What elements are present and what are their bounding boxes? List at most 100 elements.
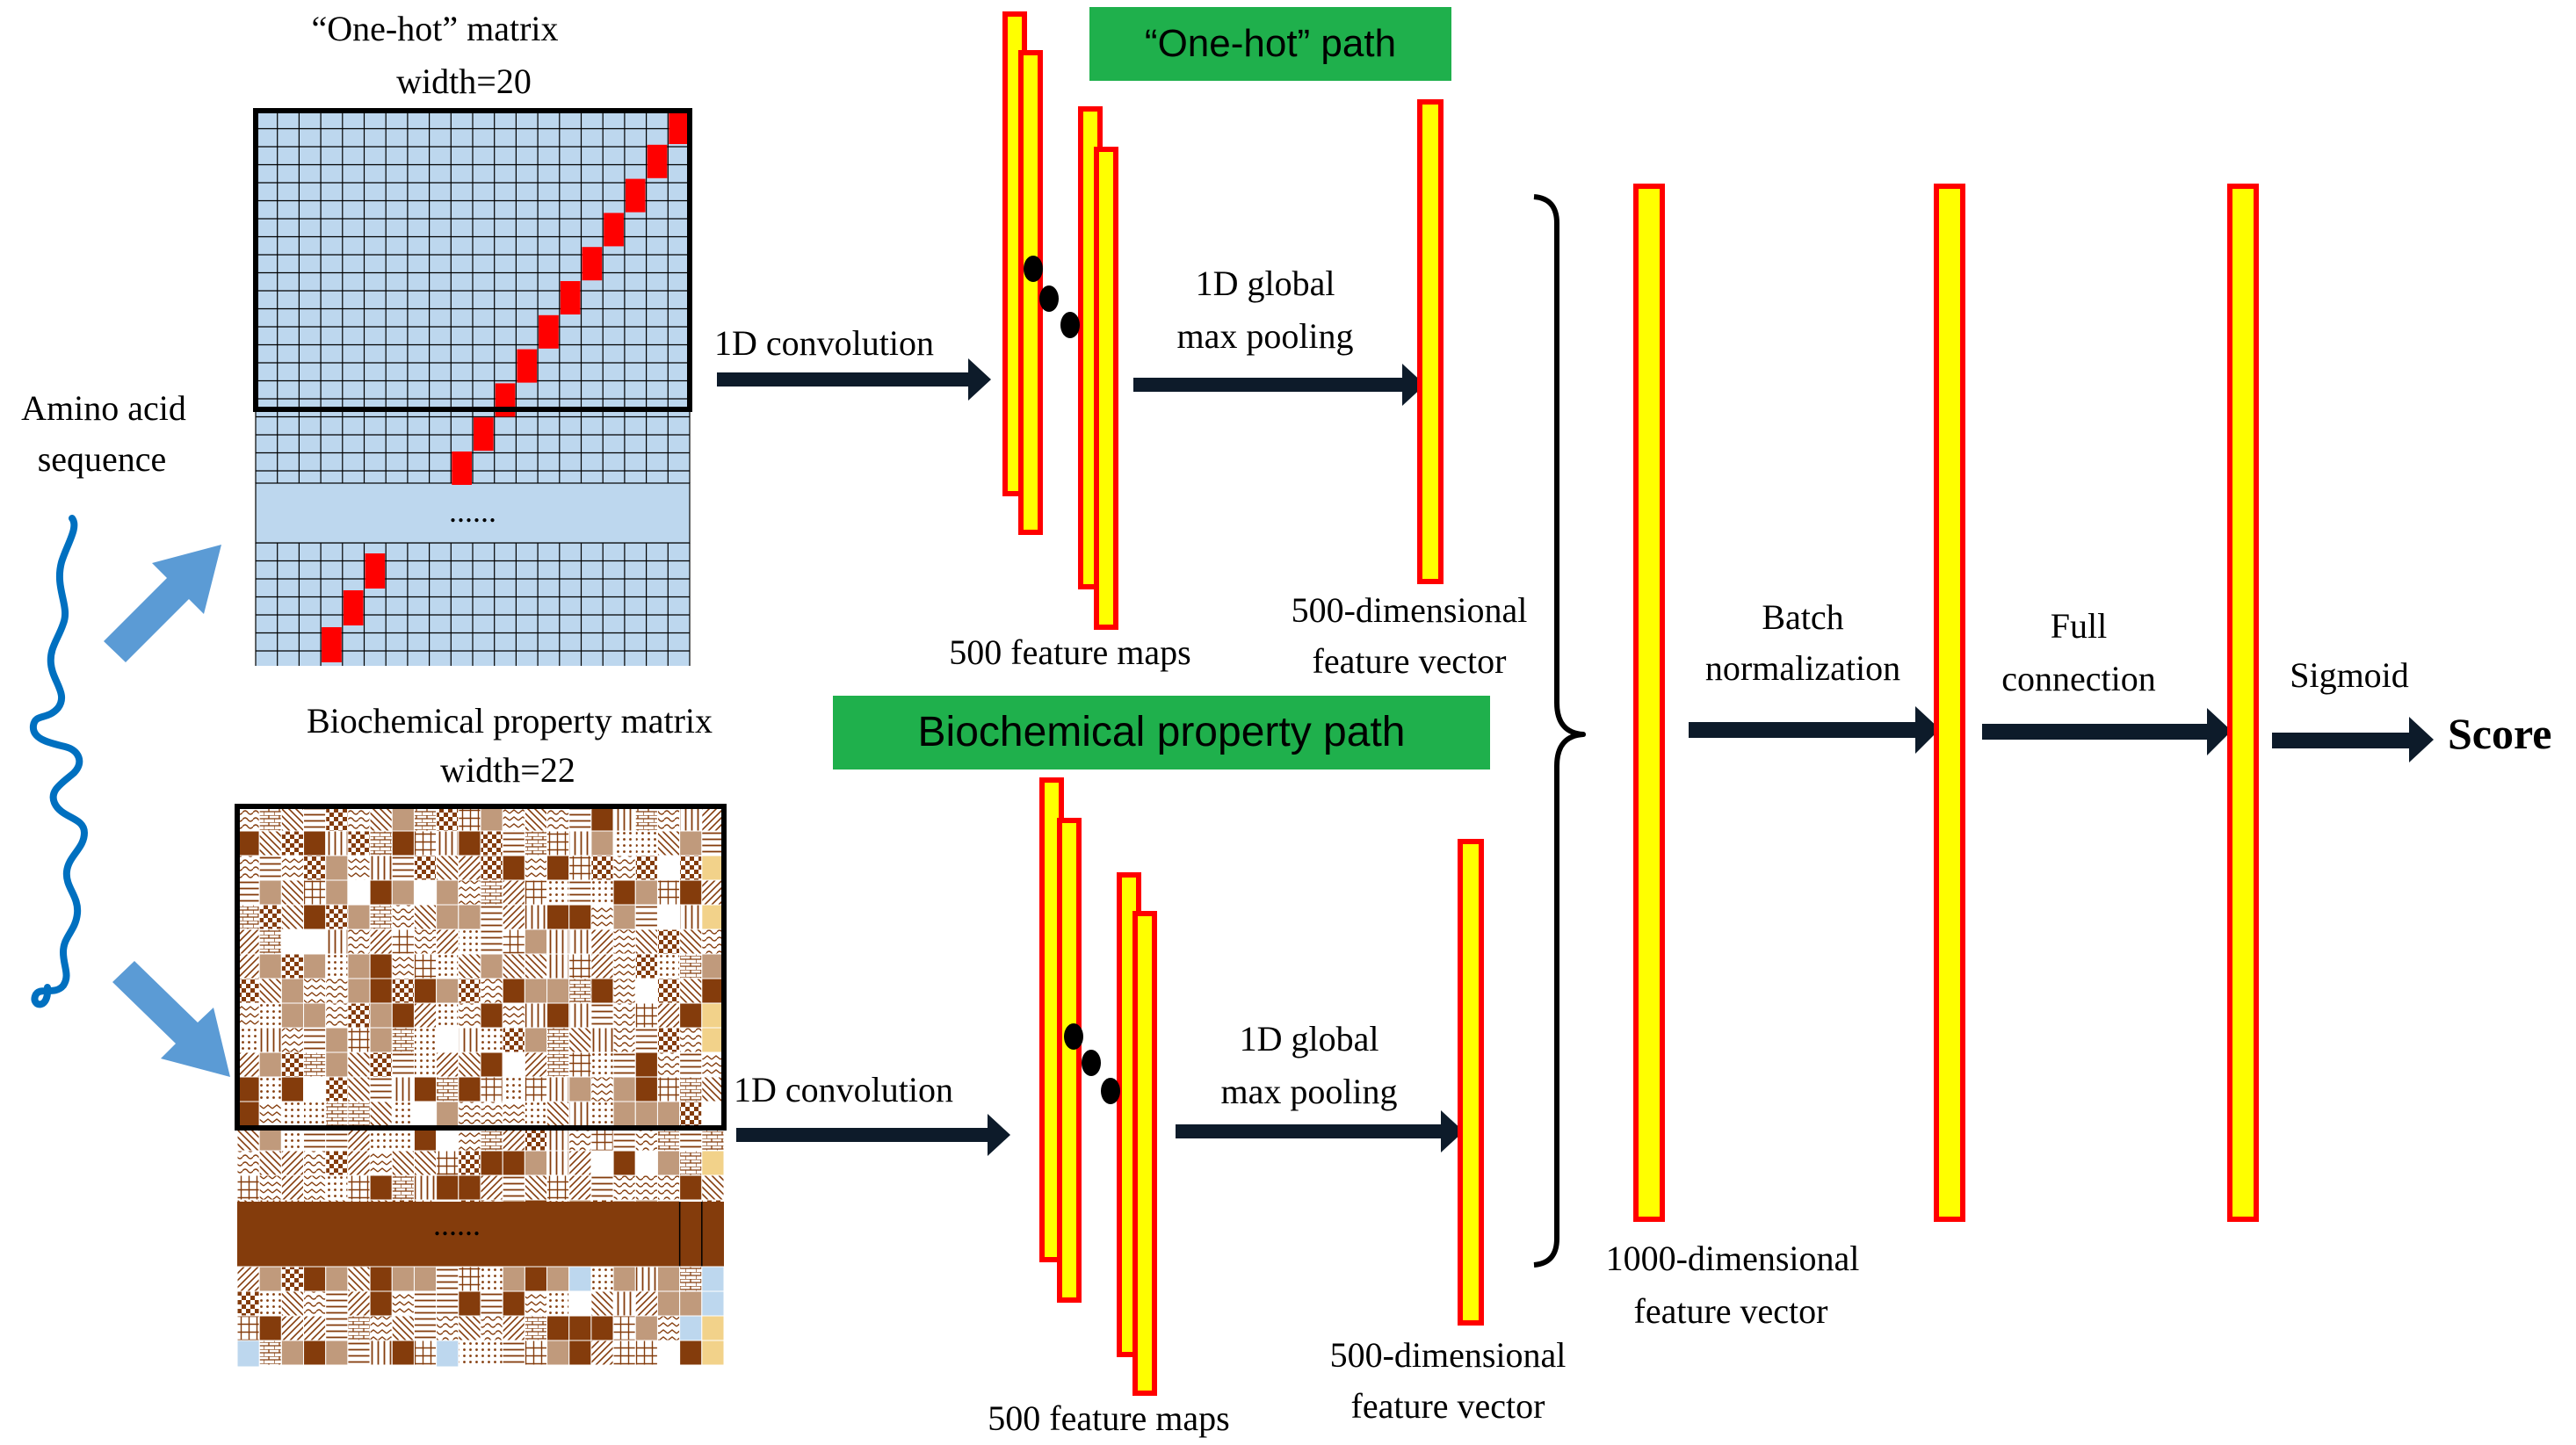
onehot-active-cell xyxy=(669,111,689,144)
biochemical-cell xyxy=(391,953,415,979)
biochemical-cell xyxy=(480,1076,503,1102)
biochemical-cell xyxy=(612,806,636,832)
biochemical-cell xyxy=(258,1340,282,1366)
biochemical-cell xyxy=(325,978,349,1004)
biochemical-cell xyxy=(679,1340,703,1366)
onehot-matrix-grid xyxy=(255,110,691,666)
biochemical-cell xyxy=(236,1290,260,1317)
biochemical-cell xyxy=(436,1076,459,1102)
biochemical-cell xyxy=(546,1174,570,1201)
biochemical-cell xyxy=(546,1315,570,1341)
biochemical-cell xyxy=(369,879,393,906)
biochemical-cell xyxy=(258,855,282,881)
biochemical-cell xyxy=(280,1290,305,1317)
continuation-dot xyxy=(1024,256,1043,282)
biochemical-cell xyxy=(701,855,725,881)
onehot-active-cell xyxy=(474,417,494,452)
biochemical-cell xyxy=(280,928,305,955)
biochemical-cell xyxy=(480,1315,503,1341)
full-connection-label-line2: connection xyxy=(2001,659,2156,698)
biochemical-cell xyxy=(546,953,570,979)
biochemical-cell xyxy=(701,928,725,955)
biochemical-cell xyxy=(480,1266,503,1292)
biochemical-cell xyxy=(325,806,349,832)
amino-acid-sequence-curve xyxy=(30,515,88,1008)
biochemical-cell xyxy=(590,1290,614,1317)
biochemical-cell xyxy=(347,1051,371,1078)
biochemical-cell xyxy=(458,806,481,832)
bottom-vector-label-line2: feature vector xyxy=(1351,1386,1545,1426)
biochemical-cell xyxy=(369,1027,393,1053)
sigmoid-label: Sigmoid xyxy=(2290,655,2409,695)
bottom-pooling-arrow xyxy=(1176,1110,1464,1152)
biochemical-cell xyxy=(612,1150,636,1176)
biochemical-cell xyxy=(634,1174,658,1201)
biochemical-cell xyxy=(236,1002,260,1029)
onehot-matrix-title: “One-hot” matrix xyxy=(312,9,559,48)
biochemical-cell xyxy=(502,1002,525,1029)
biochemical-cell xyxy=(347,1002,371,1029)
biochemical-cell xyxy=(391,830,415,856)
biochemical-cell xyxy=(369,1076,393,1102)
biochemical-cell xyxy=(458,830,481,856)
biochemical-cell xyxy=(258,830,282,856)
onehot-active-cell xyxy=(560,281,581,314)
biochemical-cell xyxy=(612,904,636,930)
biochemical-cell xyxy=(546,1076,570,1102)
biochemical-cell xyxy=(347,1266,371,1292)
biochemical-cell xyxy=(524,928,548,955)
biochemical-cell xyxy=(701,1150,725,1176)
biochemical-cell xyxy=(391,904,415,930)
biochemical-cell xyxy=(679,1051,703,1078)
biochemical-cell xyxy=(590,1266,614,1292)
biochemical-cell xyxy=(480,1150,503,1176)
biochemical-cell xyxy=(480,1027,503,1053)
biochemical-cell xyxy=(502,1051,525,1078)
biochemical-cell xyxy=(701,1266,725,1292)
biochemical-cell xyxy=(634,855,658,881)
biochemical-cell xyxy=(413,1315,438,1341)
biochemical-cell xyxy=(280,1051,305,1078)
biochemical-cell xyxy=(258,1101,282,1127)
biochemical-cell xyxy=(436,855,459,881)
onehot-matrix-window xyxy=(253,108,692,412)
biochemical-cell xyxy=(258,806,282,832)
biochemical-cell xyxy=(347,1101,371,1127)
biochemical-cell xyxy=(369,1101,393,1127)
biochemical-cell xyxy=(502,1315,525,1341)
biochemical-cell xyxy=(502,806,525,832)
biochemical-cell xyxy=(436,830,459,856)
biochemical-cell xyxy=(280,904,305,930)
biochemical-cell xyxy=(590,1076,614,1102)
biochemical-cell xyxy=(590,1051,614,1078)
biochemical-cell xyxy=(413,1174,438,1201)
biochemical-cell xyxy=(679,1174,703,1201)
biochemical-cell xyxy=(679,1076,703,1102)
biochemical-cell xyxy=(590,1174,614,1201)
biochemical-cell xyxy=(458,1290,481,1317)
batch-normalization-label-line2: normalization xyxy=(1705,648,1900,688)
biochemical-cell xyxy=(303,879,327,906)
biochemical-cell xyxy=(701,806,725,832)
biochemical-cell xyxy=(612,1315,636,1341)
biochemical-cell xyxy=(524,1027,548,1053)
biochemical-cell xyxy=(280,1076,305,1102)
biochemical-cell xyxy=(391,1174,415,1201)
biochemical-cell xyxy=(546,855,570,881)
biochemical-cell xyxy=(325,1174,349,1201)
biochemical-cell xyxy=(634,978,658,1004)
biochemical-cell xyxy=(612,1174,636,1201)
biochemical-cell xyxy=(679,928,703,955)
biochemical-cell xyxy=(458,953,481,979)
biochemical-cell xyxy=(458,1002,481,1029)
biochemical-cell xyxy=(568,1174,592,1201)
biochemical-cell xyxy=(524,830,548,856)
biochemical-cell xyxy=(369,1002,393,1029)
biochemical-cell xyxy=(436,879,459,906)
biochemical-cell xyxy=(436,1315,459,1341)
biochemical-cell xyxy=(369,830,393,856)
onehot-active-cell xyxy=(539,314,559,349)
biochemical-cell xyxy=(656,855,681,881)
biochemical-cell xyxy=(612,978,636,1004)
